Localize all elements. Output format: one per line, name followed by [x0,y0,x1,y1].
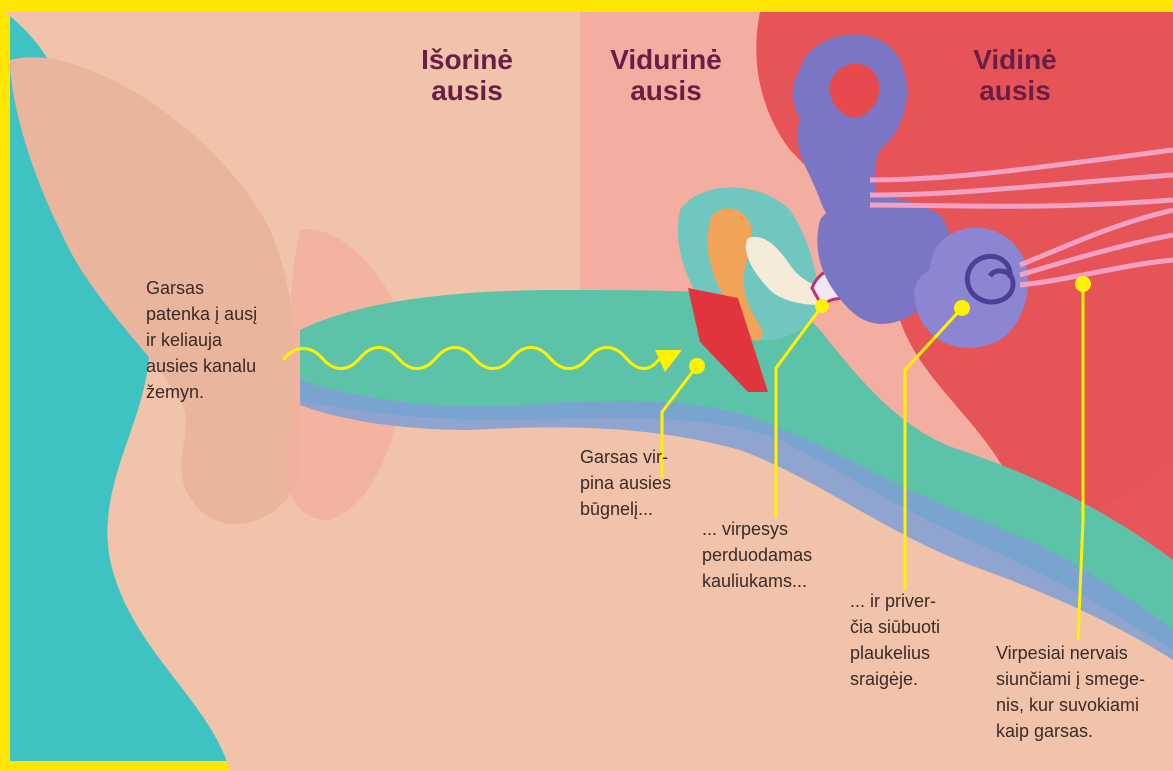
label-eardrum: Garsas vir- pina ausies būgnelį... [580,444,690,522]
callout-dot-ossicles [815,299,829,313]
callout-dot-cochlea [954,300,970,316]
label-nerves: Virpesiai nervais siunčiami į smege- nis… [996,640,1166,744]
label-cochlea: ... ir priver- čia siūbuoti plaukelius s… [850,588,970,692]
callout-dot-eardrum [689,358,705,374]
heading-middle-ear: Vidurinė ausis [586,44,746,106]
label-ossicles: ... virpesys perduodamas kauliukams... [702,516,822,594]
heading-outer-ear: Išorinė ausis [392,44,542,106]
label-sound-enters: Garsas patenka į ausį ir keliauja ausies… [146,275,286,405]
callout-dot-nerves [1075,276,1091,292]
heading-inner-ear: Vidinė ausis [950,44,1080,106]
